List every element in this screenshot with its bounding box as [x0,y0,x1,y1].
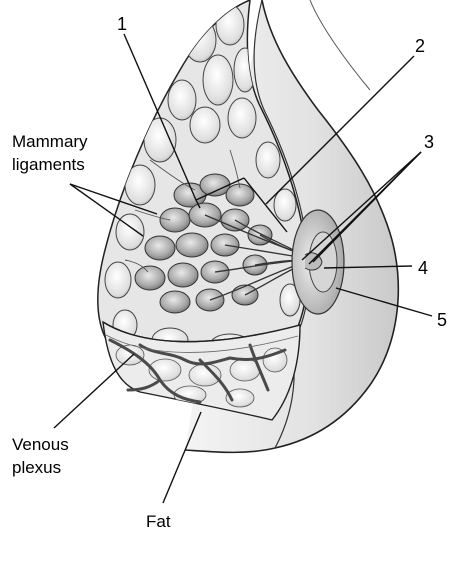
areola-nipple [292,210,344,314]
label-1: 1 [117,14,127,34]
label-3: 3 [424,132,434,152]
label-5: 5 [437,310,447,330]
label-fat: Fat [146,512,171,531]
label-2: 2 [415,36,425,56]
label-mammary-line2: ligaments [12,155,85,174]
label-4: 4 [418,258,428,278]
label-venous-line1: Venous [12,435,69,454]
label-mammary-line1: Mammary [12,132,88,151]
label-venous-line2: plexus [12,458,61,477]
